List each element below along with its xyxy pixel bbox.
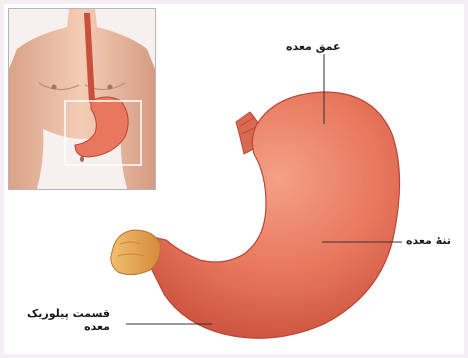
label-fundus: عمق معده xyxy=(286,40,341,53)
diagram-canvas: عمق معده تنهٔ معده قسمت پیلوریک معده xyxy=(4,4,464,354)
stomach-illustration xyxy=(4,4,464,354)
label-pyloric-line1: قسمت پیلوریک xyxy=(10,307,110,320)
label-pyloric: قسمت پیلوریک معده xyxy=(10,307,110,333)
pylorus xyxy=(111,230,160,275)
label-body: تنهٔ معده xyxy=(406,234,451,247)
stomach xyxy=(130,92,400,338)
label-pyloric-line2: معده xyxy=(10,320,110,333)
